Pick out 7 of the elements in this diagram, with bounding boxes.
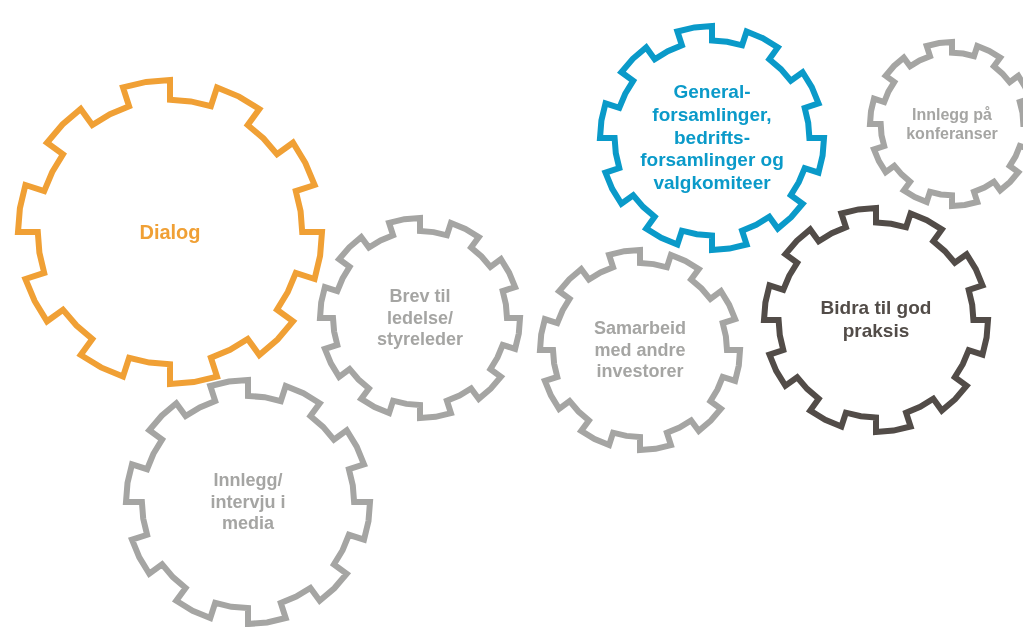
- gear-label: Dialog: [138, 220, 202, 244]
- gear-label: Bidra til god praksis: [819, 297, 933, 343]
- gear-label: General- forsamlinger, bedrifts- forsamlinger og valgkomiteer: [639, 81, 785, 195]
- gear-label: Innlegg/ intervju i media: [209, 469, 287, 535]
- gear-label: Innlegg på konferanser: [905, 104, 999, 144]
- gear-label: Samarbeid med andre investorer: [592, 317, 687, 383]
- gear-label: Brev til ledelse/ styreleder: [375, 285, 465, 351]
